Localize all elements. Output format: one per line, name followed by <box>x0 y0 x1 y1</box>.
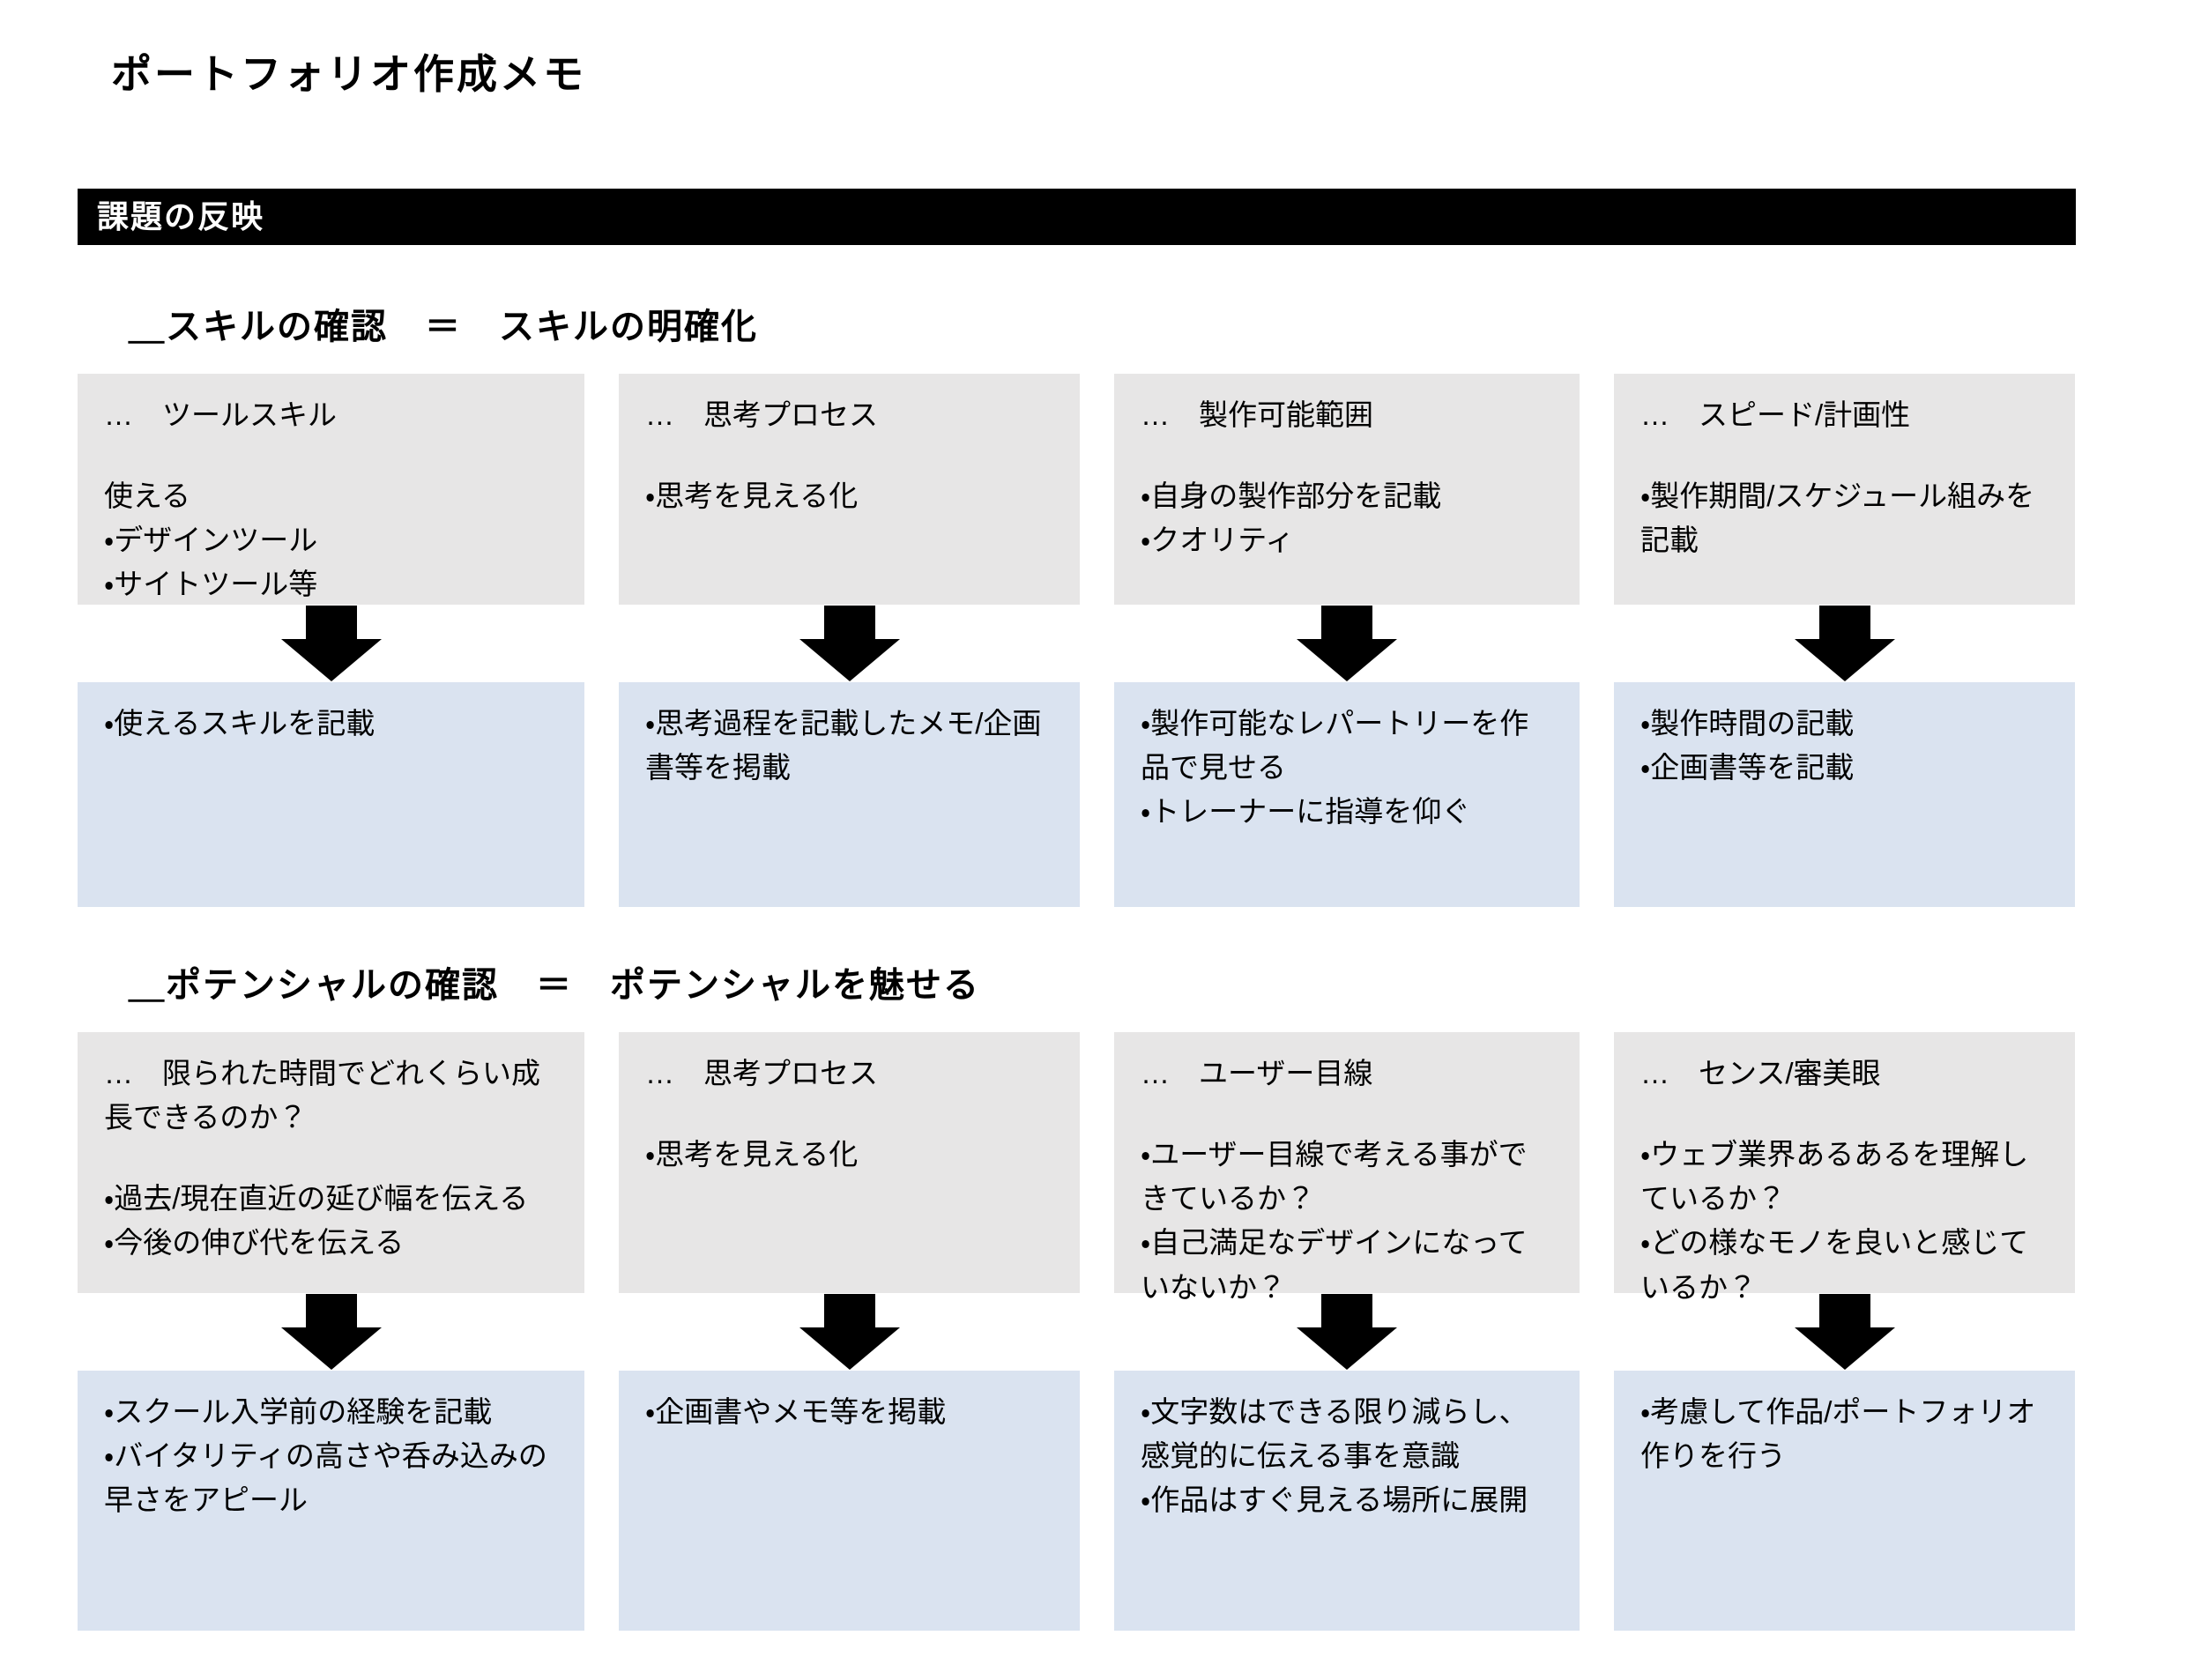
bottom-blue-box: ・文字数はできる限り減らし、感覚的に伝える事を意識・作品はすぐ見える場所に展開 <box>1114 1371 1580 1631</box>
box-body: 使える・デザインツール・サイトツール等 <box>104 474 553 606</box>
box-header-label: … センス/審美眼 <box>1640 1057 1881 1089</box>
box-line: ・企画書等を記載 <box>1640 751 1855 784</box>
box-body: ・過去/現在直近の延び幅を伝える・今後の伸び代を伝える <box>104 1177 553 1265</box>
box-line: ・思考を見える化 <box>645 479 859 513</box>
arrow-stem <box>305 606 357 639</box>
arrow-head <box>1297 1327 1397 1370</box>
box-line: ・どの様なモノを良いと感じているか？ <box>1640 1226 2029 1304</box>
box-body: ・ユーザー目線で考える事ができているか？ ・自己満足なデザインになっていないか？ <box>1141 1133 1548 1310</box>
box-line: ・製作期間/スケジュール組みを記載 <box>1640 479 2035 557</box>
box-line: ・考慮して作品/ポートフォリオ作りを行う <box>1640 1395 2036 1473</box>
top-gray-box: … 思考プロセス・思考を見える化 <box>619 374 1080 605</box>
down-arrow-icon <box>1614 1294 2075 1370</box>
bottom-row: ・使えるスキルを記載・思考過程を記載したメモ/企画書等を掲載・製作可能なレパート… <box>78 682 2076 907</box>
box-line: ・ウェブ業界あるあるを理解しているか？ <box>1640 1138 2029 1215</box>
box-line: ・今後の伸び代を伝える <box>104 1226 405 1260</box>
arrow-stem <box>1818 1294 1870 1327</box>
box-body: ・自身の製作部分を記載・クオリティ <box>1141 474 1548 562</box>
box-header-label: … 思考プロセス <box>645 1057 878 1089</box>
portfolio-memo-document: { "title": "ポートフォリオ作成メモ", "banner": "課題の… <box>0 42 2186 1680</box>
section-heading: ＿ポテンシャルの確認 ＝ ポテンシャルを魅せる <box>129 966 980 1005</box>
top-gray-box: … 製作可能範囲・自身の製作部分を記載・クオリティ <box>1114 374 1580 605</box>
top-gray-box: … 限られた時間でどれくらい成長できるのか？ ・過去/現在直近の延び幅を伝える・今… <box>78 1032 584 1293</box>
arrow-head <box>1794 639 1895 681</box>
box-line: ・トレーナーに指導を仰ぐ <box>1141 795 1471 829</box>
bottom-blue-box: ・使えるスキルを記載 <box>78 682 584 907</box>
box-header-label: … 製作可能範囲 <box>1141 398 1373 431</box>
down-arrow-icon <box>78 606 584 681</box>
box-line: ・思考を見える化 <box>645 1138 859 1171</box>
arrow-stem <box>305 1294 357 1327</box>
section: ＿ポテンシャルの確認 ＝ ポテンシャルを魅せる … 限られた時間でどれくらい成長… <box>78 956 2076 1631</box>
box-line: ・クオリティ <box>1141 524 1295 557</box>
box-line: ・ユーザー目線で考える事ができているか？ <box>1141 1138 1528 1215</box>
arrow-row <box>78 605 2076 682</box>
down-arrow-icon <box>619 1294 1080 1370</box>
box-header-label: … 思考プロセス <box>645 398 878 431</box>
box-line: ・自身の製作部分を記載 <box>1141 479 1442 513</box>
box-body: ・思考を見える化 <box>645 1133 1048 1177</box>
box-line: ・自己満足なデザインになっていないか？ <box>1141 1226 1528 1304</box>
arrow-head <box>1794 1327 1895 1370</box>
arrow-stem <box>1321 606 1372 639</box>
arrow-stem <box>823 606 875 639</box>
box-header-label: … ユーザー目線 <box>1141 1057 1373 1089</box>
sections: ＿スキルの確認 ＝ スキルの明確化 … ツールスキル使える・デザインツール・サイ… <box>78 298 2076 1631</box>
arrow-head <box>280 1327 382 1370</box>
box-line: ・過去/現在直近の延び幅を伝える <box>104 1182 529 1215</box>
box-line: ・デザインツール <box>104 524 318 557</box>
box-body: ・ウェブ業界あるあるを理解しているか？ ・どの様なモノを良いと感じているか？ <box>1640 1133 2043 1310</box>
arrow-stem <box>1321 1294 1372 1327</box>
box-line: ・スクール入学前の経験を記載 <box>104 1395 493 1428</box>
box-line: ・作品はすぐ見える場所に展開 <box>1141 1483 1528 1517</box>
down-arrow-icon <box>1614 606 2075 681</box>
down-arrow-icon <box>1114 1294 1580 1370</box>
arrow-head <box>280 639 382 681</box>
top-gray-box: … 思考プロセス・思考を見える化 <box>619 1032 1080 1293</box>
bottom-blue-box: ・思考過程を記載したメモ/企画書等を掲載 <box>619 682 1080 907</box>
arrow-stem <box>1818 606 1870 639</box>
box-header-label: … ツールスキル <box>104 398 337 431</box>
box-line: ・サイトツール等 <box>104 568 318 601</box>
bottom-blue-box: ・考慮して作品/ポートフォリオ作りを行う <box>1614 1371 2075 1631</box>
box-line: ・文字数はできる限り減らし、感覚的に伝える事を意識 <box>1141 1395 1528 1473</box>
section-heading: ＿スキルの確認 ＝ スキルの明確化 <box>129 308 758 346</box>
arrow-stem <box>823 1294 875 1327</box>
top-gray-box: … ツールスキル使える・デザインツール・サイトツール等 <box>78 374 584 605</box>
box-line: ・思考過程を記載したメモ/企画書等を掲載 <box>645 707 1042 784</box>
box-body: ・製作期間/スケジュール組みを記載 <box>1640 474 2043 562</box>
box-header-label: … スピード/計画性 <box>1640 398 1911 431</box>
top-gray-box: … スピード/計画性・製作期間/スケジュール組みを記載 <box>1614 374 2075 605</box>
box-line: ・使えるスキルを記載 <box>104 707 375 740</box>
top-row: … ツールスキル使える・デザインツール・サイトツール等… 思考プロセス・思考を見… <box>78 374 2076 605</box>
box-line: ・企画書やメモ等を掲載 <box>645 1395 947 1428</box>
top-gray-box: … センス/審美眼・ウェブ業界あるあるを理解しているか？ ・どの様なモノを良いと感… <box>1614 1032 2075 1304</box>
bottom-blue-box: ・製作時間の記載・企画書等を記載 <box>1614 682 2075 907</box>
section-banner: 課題の反映 <box>78 189 2076 245</box>
arrow-head <box>799 639 900 681</box>
bottom-blue-box: ・製作可能なレパートリーを作品で見せる・トレーナーに指導を仰ぐ <box>1114 682 1580 907</box>
arrow-head <box>799 1327 900 1370</box>
bottom-blue-box: ・スクール入学前の経験を記載・バイタリティの高さや呑み込みの早さをアピール <box>78 1371 584 1631</box>
bottom-blue-box: ・企画書やメモ等を掲載 <box>619 1371 1080 1631</box>
section: ＿スキルの確認 ＝ スキルの明確化 … ツールスキル使える・デザインツール・サイ… <box>78 298 2076 907</box>
down-arrow-icon <box>78 1294 584 1370</box>
page: ポートフォリオ作成メモ 課題の反映 ＿スキルの確認 ＝ スキルの明確化 … ツー… <box>78 42 2076 1631</box>
down-arrow-icon <box>619 606 1080 681</box>
top-gray-box: … ユーザー目線・ユーザー目線で考える事ができているか？ ・自己満足なデザインにな… <box>1114 1032 1580 1304</box>
top-row: … 限られた時間でどれくらい成長できるのか？ ・過去/現在直近の延び幅を伝える・今… <box>78 1032 2076 1304</box>
box-line: ・バイタリティの高さや呑み込みの早さをアピール <box>104 1439 547 1517</box>
page-title: ポートフォリオ作成メモ <box>111 51 586 97</box>
down-arrow-icon <box>1114 606 1580 681</box>
bottom-row: ・スクール入学前の経験を記載・バイタリティの高さや呑み込みの早さをアピール ・企画… <box>78 1371 2076 1631</box>
arrow-head <box>1297 639 1397 681</box>
box-line: ・製作可能なレパートリーを作品で見せる <box>1141 707 1529 784</box>
box-body: ・思考を見える化 <box>645 474 1048 518</box>
box-line: 使える <box>104 479 191 513</box>
box-line: ・製作時間の記載 <box>1640 707 1855 740</box>
arrow-row <box>78 1293 2076 1371</box>
box-header-label: … 限られた時間でどれくらい成長できるのか？ <box>104 1057 540 1134</box>
